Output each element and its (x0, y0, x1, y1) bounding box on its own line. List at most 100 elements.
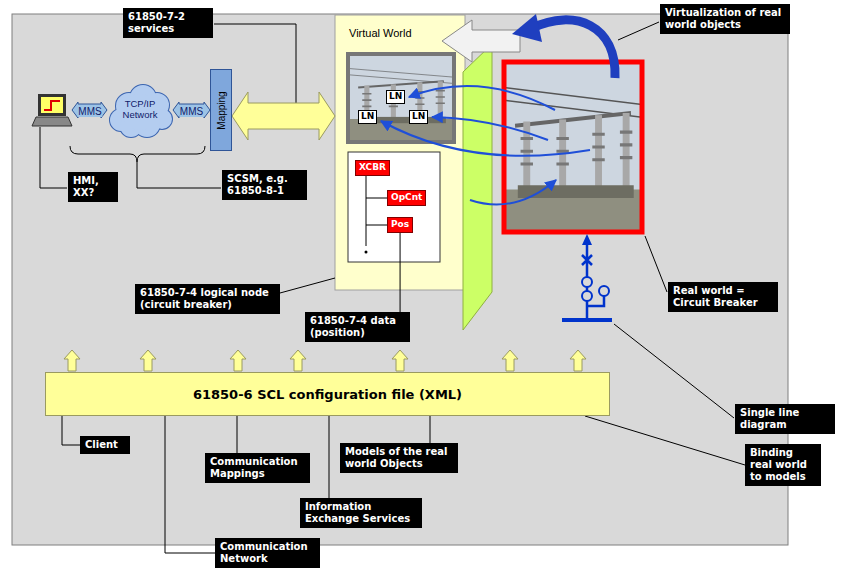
node-text: Mapping (216, 91, 227, 129)
laptop-frame (38, 94, 66, 116)
up-arrows (64, 350, 586, 371)
node-text: Virtualization of real world objects (665, 7, 785, 31)
background-panel (12, 14, 788, 545)
leader-line (40, 127, 67, 188)
node-text: Communication Mappings (210, 456, 305, 480)
callout-box: Models of the real world Objects (340, 443, 458, 473)
binding-arrow (470, 180, 556, 205)
node-text: Real world = Circuit Breaker (673, 285, 773, 309)
tree-dot (365, 251, 368, 254)
callout-box: Virtualization of real world objects (660, 4, 790, 34)
busbar (562, 318, 612, 322)
tree-box (348, 152, 440, 262)
photo-border (504, 62, 642, 232)
leader-line (137, 162, 221, 188)
cloud-fill (116, 93, 142, 119)
virtualization-curve (532, 20, 615, 78)
cloud-shape (107, 80, 173, 140)
cloud-fill (120, 115, 142, 137)
leader-line (614, 324, 734, 418)
node-text: 61850-6 SCL configuration file (XML) (193, 387, 462, 402)
binding-arrow (432, 117, 548, 140)
single-line-circle (599, 286, 609, 296)
data-object: OpCnt (387, 190, 426, 206)
callout-box: 61850-7-4 logical node (circuit breaker) (135, 284, 280, 314)
substation-photo (504, 62, 642, 232)
node-text: Pos (391, 220, 409, 230)
single-line-circle (582, 277, 592, 287)
node-text: LN (412, 112, 425, 122)
node-text: 61850-7-2 services (128, 11, 208, 35)
cloud-outline (134, 111, 160, 137)
virtual-world-box: Virtual WorldLN LN LN XCBR OpCntPos (335, 15, 465, 290)
logical-node-tag: LN (386, 90, 405, 104)
node-text: HMI, XX? (73, 175, 113, 199)
node-text: Virtual World (349, 27, 451, 39)
node-text: OpCnt (391, 193, 422, 203)
leader-line (645, 236, 667, 292)
leader-line (430, 416, 431, 443)
leader-line (237, 416, 238, 453)
cloud-outline (122, 94, 158, 130)
up-arrow (290, 350, 306, 371)
label-holder: MMS (77, 101, 102, 119)
up-arrow (64, 350, 80, 371)
leader-line (585, 416, 745, 465)
callout-box: SCSM, e.g. 61850-8-1 (222, 170, 307, 200)
callout-box: 61850-7-4 data (position) (305, 312, 410, 342)
brace (70, 146, 205, 162)
node-text: Binding real world to models (750, 447, 816, 483)
edge-label-holder: MMS (179, 101, 204, 119)
callout-box: HMI, XX? (68, 172, 118, 202)
binding-arrow (381, 121, 590, 156)
node-text: Information Exchange Services (305, 501, 417, 525)
node-text: TCP/IP Network (117, 99, 163, 121)
cloud-outline (116, 93, 142, 119)
up-arrow (140, 350, 156, 371)
callout-box: Communication Mappings (205, 453, 310, 483)
laptop-keyboard (32, 117, 72, 126)
logical-node-class: XCBR (355, 160, 390, 176)
cloud-outline (152, 109, 172, 129)
node-text: XCBR (359, 163, 386, 173)
cloud-fill (145, 93, 169, 117)
screen-step (44, 101, 60, 110)
callout-box: Information Exchange Services (300, 498, 422, 528)
callout-box: Single line diagram (735, 404, 835, 434)
callout-box: Real world = Circuit Breaker (668, 282, 778, 312)
cloud-fill (130, 85, 156, 111)
node-text: Models of the real world Objects (345, 446, 453, 470)
node-text: Single line diagram (740, 407, 830, 431)
node-text: 61850-7-4 data (position) (310, 315, 405, 339)
cloud-outline (110, 109, 132, 131)
cloud-fill (110, 109, 132, 131)
leader-line (214, 24, 296, 103)
up-arrow (570, 350, 586, 371)
leader-line (280, 278, 335, 293)
up-arrow (230, 350, 246, 371)
leader-line (165, 416, 215, 553)
logical-node-tag: LN (409, 110, 428, 124)
node-text: Communication Network (220, 541, 315, 565)
config-file-band: 61850-6 SCL configuration file (XML) (45, 372, 610, 416)
cloud-outline (145, 93, 169, 117)
laptop-screen (41, 97, 63, 113)
node-text: SCSM, e.g. 61850-8-1 (227, 173, 302, 197)
mapping-box: Mapping (210, 69, 232, 151)
callout-box: 61850-7-2 services (123, 8, 213, 38)
node-text: Client (85, 439, 125, 451)
binding-arrow (409, 86, 555, 110)
cloud-fill (134, 111, 160, 137)
cloud-outline (130, 85, 156, 111)
node-text: LN (361, 112, 374, 122)
up-arrow (392, 350, 408, 371)
protocol-arrow (72, 102, 107, 118)
cloud-fill (122, 94, 158, 130)
substation-photo (350, 56, 452, 140)
virtualization-arrow (442, 20, 520, 62)
leader-line (618, 22, 659, 40)
single-line-arrow (582, 234, 592, 245)
